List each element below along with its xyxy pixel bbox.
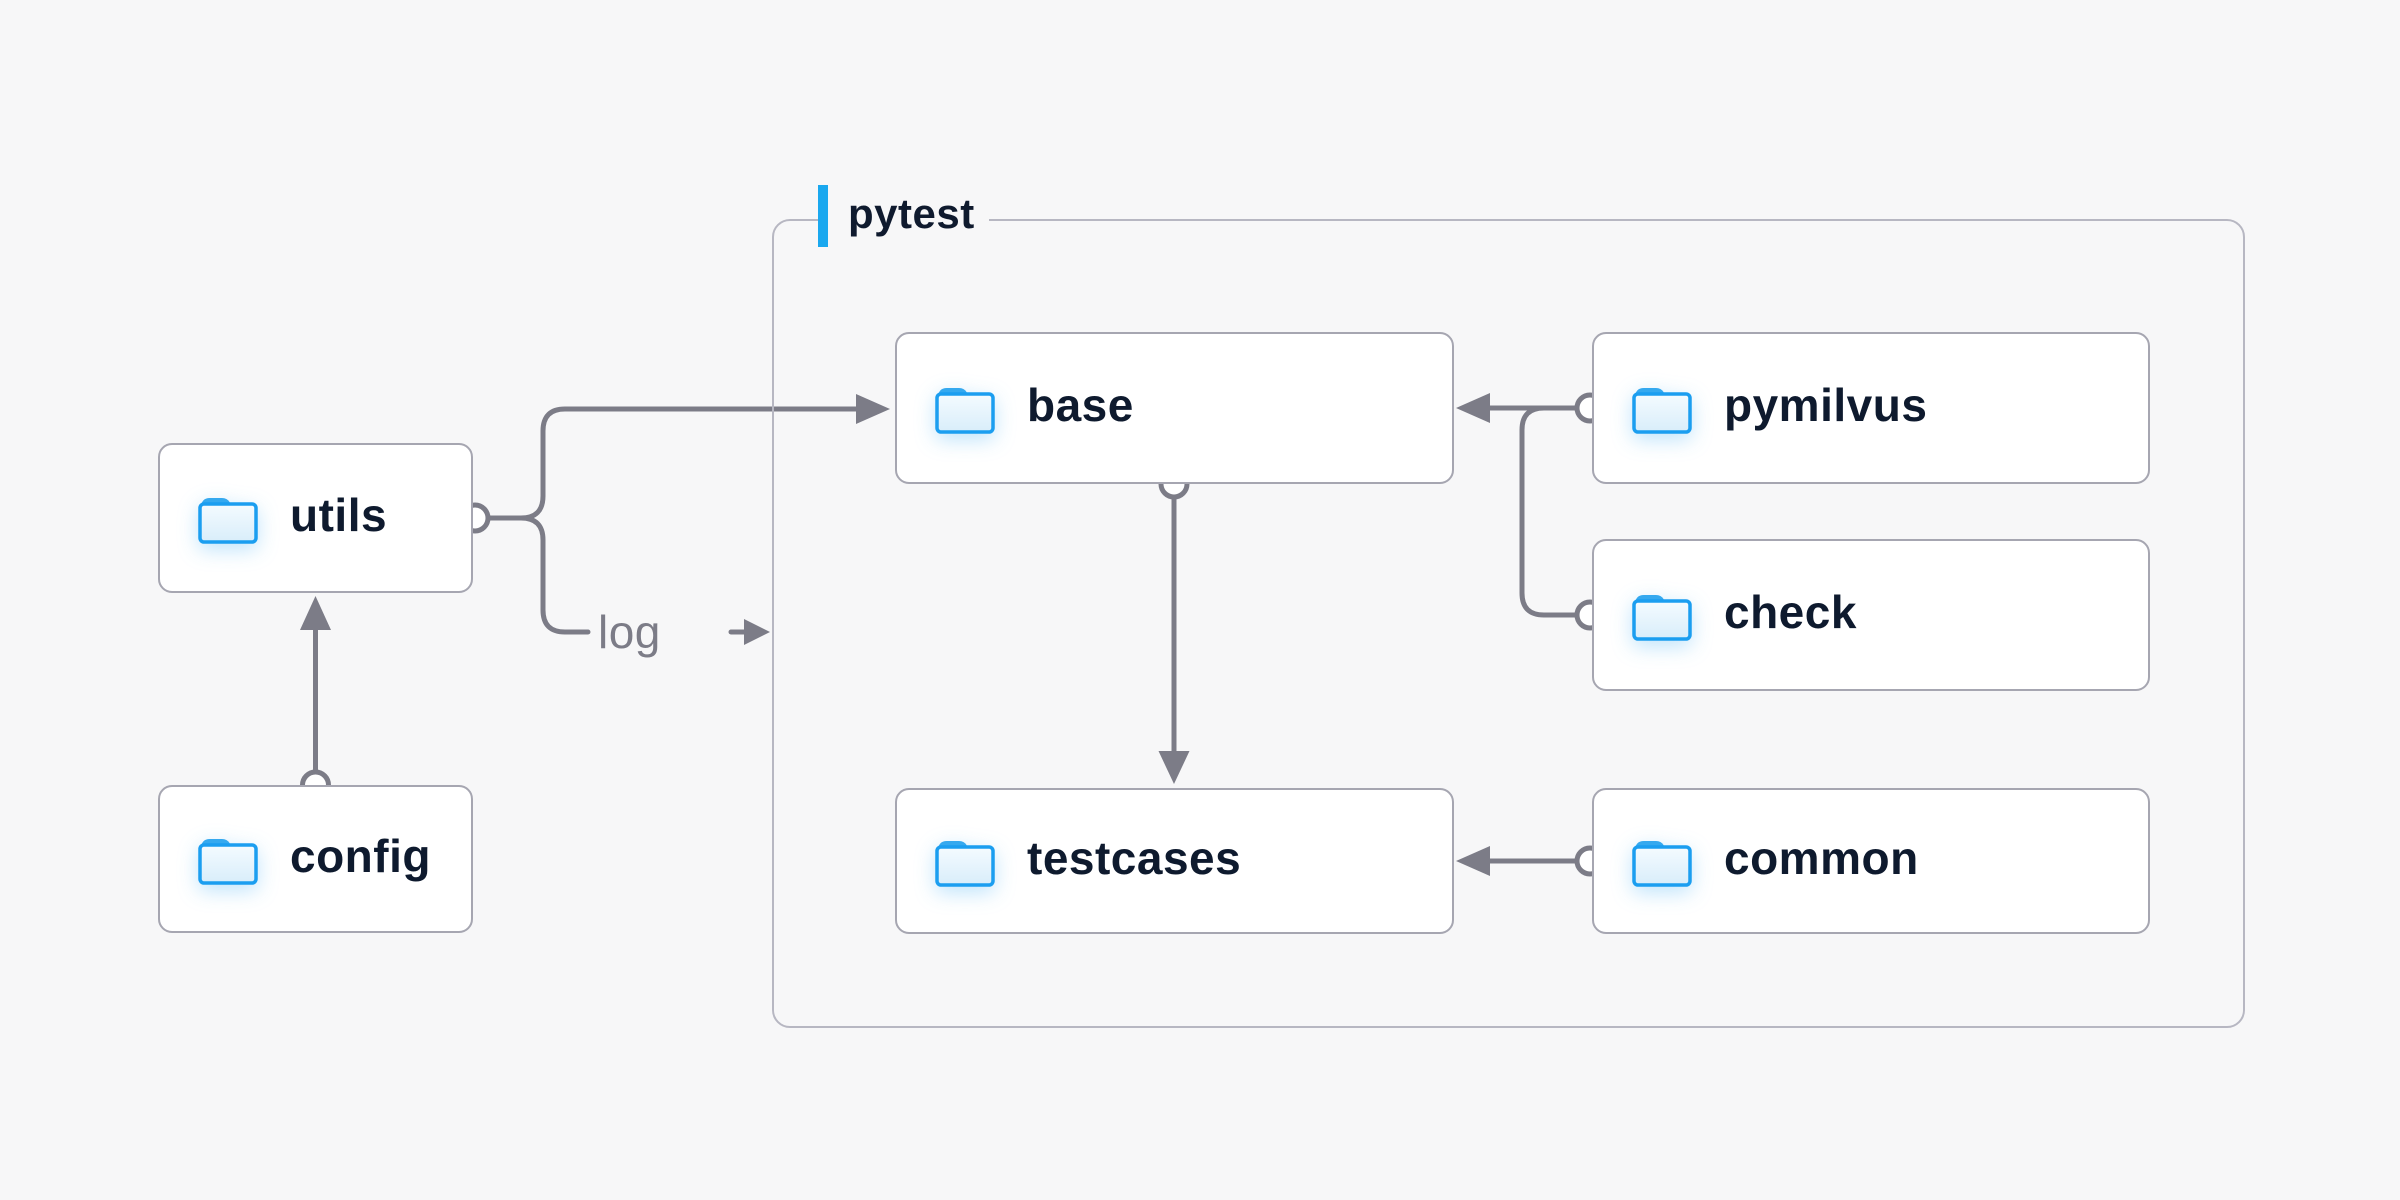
folder-icon [198,839,258,885]
node-utils: utils [158,443,473,593]
folder-icon [935,388,995,434]
node-label: config [290,830,431,882]
edge-label-log: log [598,606,661,658]
edge-config-utils [300,596,331,801]
node-label: utils [290,489,388,541]
folder-icon [1632,388,1692,434]
edge-utils-log [486,515,770,645]
node-config: config [158,785,473,933]
node-label: check [1724,586,1857,638]
node-base: base [895,332,1454,484]
node-pymilvus: pymilvus [1592,332,2150,484]
folder-icon [1632,841,1692,887]
folder-icon [198,498,258,544]
node-label: pymilvus [1724,379,1928,431]
node-label: testcases [1027,832,1242,884]
node-testcases: testcases [895,788,1454,934]
folder-icon [935,841,995,887]
node-check: check [1592,539,2150,691]
pytest-group-label: pytest [818,185,989,247]
accent-bar [818,185,828,247]
node-label: common [1724,832,1919,884]
folder-icon [1632,595,1692,641]
pytest-group-container [772,219,2245,1028]
node-label: base [1027,379,1134,431]
node-common: common [1592,788,2150,934]
pytest-group-label-text: pytest [848,190,975,237]
